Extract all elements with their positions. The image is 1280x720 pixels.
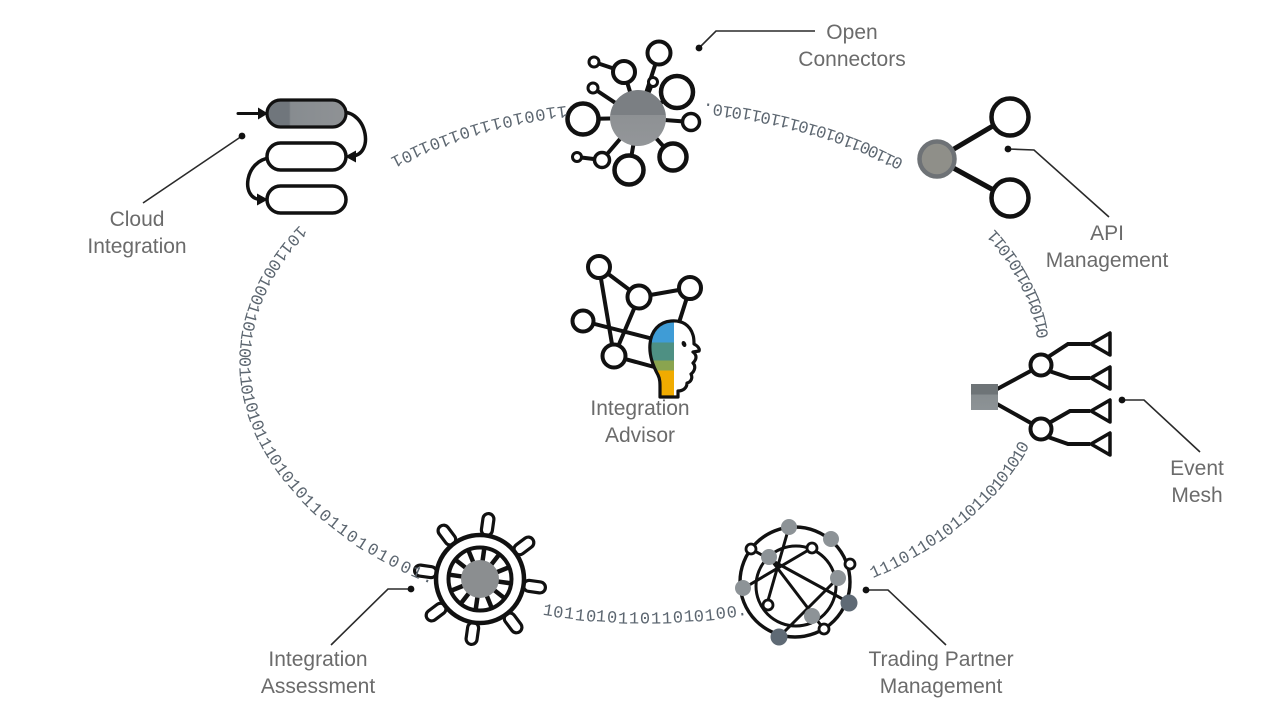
event-mesh-icon <box>971 331 1112 457</box>
label-integration-advisor: Integration Advisor <box>590 397 690 447</box>
hub-circle <box>610 90 666 146</box>
flow-curve-left <box>245 156 272 202</box>
satellite-circles <box>565 39 702 187</box>
pill-middle <box>265 141 348 172</box>
label-open-connectors: Open Connectors <box>798 21 906 71</box>
head-outline <box>648 319 701 399</box>
broker-circle-upper <box>1028 352 1054 378</box>
eye-dot <box>681 340 687 348</box>
mesh-branch <box>1048 369 1090 380</box>
mesh-branch <box>1046 342 1090 359</box>
endpoint-circle-lower <box>989 177 1031 219</box>
callout-pointers <box>142 30 1201 646</box>
mesh-branch <box>1047 435 1090 446</box>
flow-arrowhead-right <box>257 193 268 206</box>
pointer-trading-partner <box>862 586 947 646</box>
integration-assessment-icon <box>412 511 548 647</box>
inbound-arrowhead <box>258 107 268 120</box>
gateway-circle <box>917 139 957 179</box>
source-square <box>971 384 998 410</box>
flow-curve-right <box>340 110 368 158</box>
pointer-cloud-integration <box>142 132 246 204</box>
pointer-api-management <box>1004 145 1110 218</box>
open-connectors-icon <box>565 39 702 187</box>
partner-nodes-open <box>744 541 857 636</box>
globe-inner-ring <box>754 544 838 628</box>
partner-nodes-slate <box>770 594 858 646</box>
broker-circle-lower <box>1028 416 1054 442</box>
wheel-handles <box>412 511 548 647</box>
advisor-network-nodes <box>570 254 703 370</box>
mesh-branch <box>1048 409 1090 425</box>
pill-bottom <box>265 184 348 215</box>
flow-arrowhead-left <box>345 150 356 163</box>
label-integration-assessment: Integration Assessment <box>260 648 376 698</box>
wheel-hub <box>461 560 499 598</box>
partner-nodes-gray <box>735 519 846 624</box>
endpoint-circle-upper <box>989 96 1031 138</box>
pointer-open-connectors <box>695 30 815 52</box>
label-cloud-integration: Cloud Integration <box>87 208 187 258</box>
api-management-icon <box>917 96 1031 219</box>
pointer-integration-assessment <box>330 585 415 646</box>
integration-advisor-icon <box>570 254 703 399</box>
label-event-mesh: Event Mesh <box>1170 457 1224 507</box>
pill-top <box>265 98 348 129</box>
cloud-integration-icon <box>236 98 368 215</box>
trading-partner-icon <box>735 519 858 646</box>
subscriber-triangles <box>1089 331 1112 457</box>
label-api-management: API Management <box>1045 222 1169 272</box>
label-trading-partner-management: Trading Partner Management <box>868 648 1014 698</box>
pointer-event-mesh <box>1118 396 1201 453</box>
